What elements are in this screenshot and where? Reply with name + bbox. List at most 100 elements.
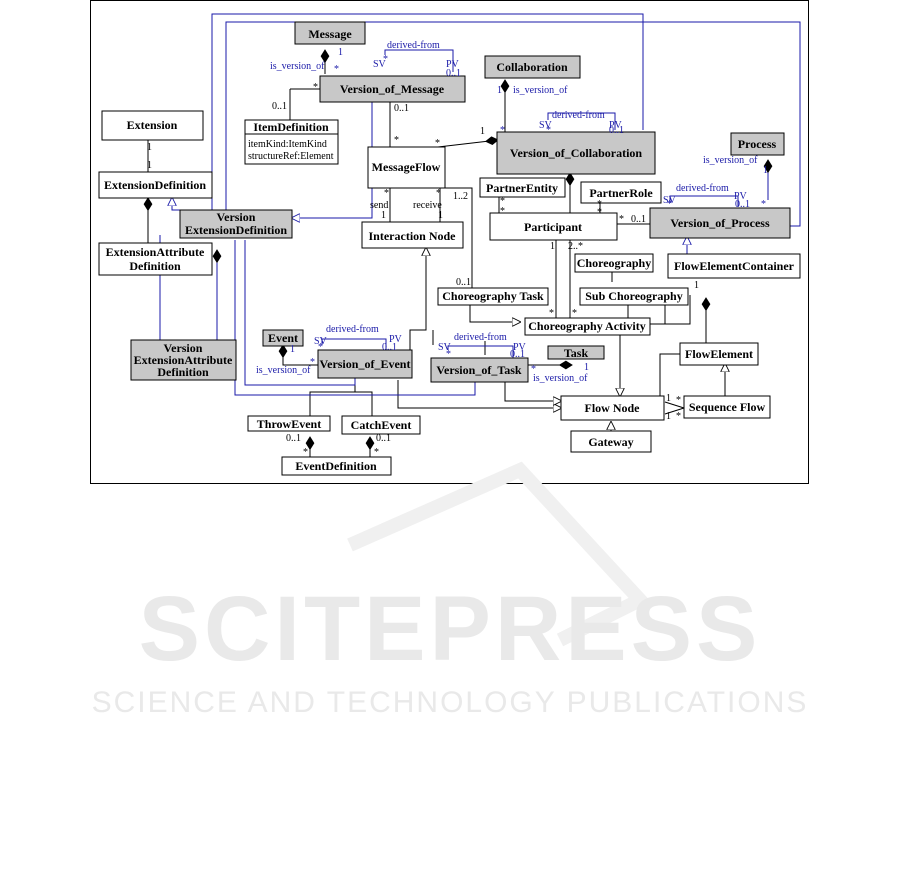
svg-text:ExtensionDefinition: ExtensionDefinition: [104, 178, 206, 192]
svg-text:1: 1: [147, 160, 152, 171]
svg-text:derived-from: derived-from: [387, 40, 440, 51]
class-extension-attribute-definition[interactable]: ExtensionAttribute Definition: [98, 242, 213, 276]
svg-text:PartnerRole: PartnerRole: [589, 186, 653, 200]
class-sub-choreography[interactable]: Sub Choreography: [579, 287, 689, 306]
svg-text:PV: PV: [513, 342, 527, 353]
class-partner-role[interactable]: PartnerRole: [580, 181, 662, 204]
svg-text:1: 1: [666, 411, 671, 422]
svg-text:Message: Message: [308, 27, 352, 41]
svg-text:ItemDefinition: ItemDefinition: [253, 120, 329, 134]
class-version-extension-definition[interactable]: Version ExtensionDefinition: [179, 209, 293, 239]
class-version-of-message[interactable]: Version_of_Message: [319, 75, 466, 103]
class-choreography-activity[interactable]: Choreography Activity: [524, 317, 651, 336]
svg-text:*: *: [500, 206, 505, 217]
svg-text:*: *: [318, 342, 323, 353]
svg-text:ExtensionDefinition: ExtensionDefinition: [185, 223, 287, 237]
watermark: SCITEPRESS SCIENCE AND TECHNOLOGY PUBLIC…: [92, 461, 806, 719]
svg-text:*: *: [384, 188, 389, 199]
class-choreography[interactable]: Choreography: [574, 253, 654, 273]
svg-text:Participant: Participant: [524, 220, 582, 234]
class-interaction-node[interactable]: Interaction Node: [361, 221, 464, 249]
svg-text:Version_of_Collaboration: Version_of_Collaboration: [510, 146, 643, 160]
svg-text:1: 1: [550, 241, 555, 252]
svg-text:MessageFlow: MessageFlow: [372, 160, 441, 174]
svg-text:0..1: 0..1: [376, 433, 391, 444]
svg-text:1: 1: [438, 210, 443, 221]
class-sequence-flow[interactable]: Sequence Flow: [683, 395, 771, 419]
diagram-frame: [90, 0, 809, 484]
watermark-title: SCITEPRESS: [139, 578, 762, 680]
class-gateway[interactable]: Gateway: [570, 430, 652, 453]
svg-text:EventDefinition: EventDefinition: [295, 459, 377, 473]
svg-text:1: 1: [290, 344, 295, 355]
svg-text:1: 1: [147, 142, 152, 153]
class-flow-element-container[interactable]: FlowElementContainer: [667, 253, 801, 279]
svg-text:FlowElement: FlowElement: [685, 347, 753, 361]
svg-text:*: *: [500, 196, 505, 207]
svg-text:Process: Process: [738, 137, 777, 151]
svg-text:CatchEvent: CatchEvent: [351, 418, 412, 432]
class-extension[interactable]: Extension: [101, 110, 204, 141]
svg-text:Version_of_Task: Version_of_Task: [436, 363, 521, 377]
svg-text:0..1: 0..1: [735, 199, 750, 210]
svg-text:Sequence Flow: Sequence Flow: [689, 400, 766, 414]
class-choreography-task[interactable]: Choreography Task: [437, 287, 549, 306]
svg-text:0..1: 0..1: [272, 101, 287, 112]
svg-text:*: *: [500, 125, 505, 136]
svg-text:Version_of_Process: Version_of_Process: [670, 216, 770, 230]
class-participant[interactable]: Participant: [489, 212, 618, 241]
class-version-of-collaboration[interactable]: Version_of_Collaboration: [496, 131, 656, 175]
svg-text:*: *: [435, 138, 440, 149]
class-event[interactable]: Event: [262, 329, 304, 347]
svg-text:ThrowEvent: ThrowEvent: [257, 417, 321, 431]
class-catch-event[interactable]: CatchEvent: [341, 415, 421, 435]
svg-text:1..2: 1..2: [453, 191, 468, 202]
class-version-of-process[interactable]: Version_of_Process: [649, 207, 791, 239]
svg-text:*: *: [303, 447, 308, 458]
svg-text:derived-from: derived-from: [454, 332, 507, 343]
svg-text:SV: SV: [314, 336, 328, 347]
svg-text:receive: receive: [413, 200, 442, 211]
class-flow-element[interactable]: FlowElement: [679, 342, 759, 366]
class-flow-node[interactable]: Flow Node: [560, 395, 665, 421]
class-process[interactable]: Process: [730, 132, 785, 156]
svg-text:Event: Event: [268, 331, 298, 345]
svg-text:1: 1: [584, 362, 589, 373]
class-message[interactable]: Message: [294, 21, 366, 45]
svg-text:FlowElementContainer: FlowElementContainer: [674, 259, 795, 273]
svg-text:*: *: [310, 357, 315, 368]
class-version-of-event[interactable]: Version_of_Event: [317, 349, 413, 379]
class-message-flow[interactable]: MessageFlow: [367, 146, 446, 189]
svg-text:*: *: [374, 447, 379, 458]
svg-text:Task: Task: [564, 346, 589, 360]
svg-text:structureRef:Element: structureRef:Element: [248, 151, 334, 162]
class-partner-entity[interactable]: PartnerEntity: [479, 177, 566, 198]
svg-text:*: *: [597, 207, 602, 218]
class-extension-definition[interactable]: ExtensionDefinition: [98, 171, 213, 199]
svg-text:1: 1: [763, 165, 768, 176]
svg-text:PV: PV: [734, 191, 748, 202]
svg-text:1: 1: [694, 280, 699, 291]
class-version-extension-attribute-definition[interactable]: Version ExtensionAttribute Definition: [130, 339, 237, 381]
svg-text:derived-from: derived-from: [676, 183, 729, 194]
svg-text:*: *: [619, 214, 624, 225]
svg-text:1: 1: [666, 393, 671, 404]
svg-text:derived-from: derived-from: [326, 324, 379, 335]
class-item-definition[interactable]: ItemDefinition itemKind:ItemKind structu…: [244, 119, 339, 165]
svg-text:SV: SV: [373, 59, 387, 70]
svg-text:0..1: 0..1: [446, 68, 461, 79]
class-throw-event[interactable]: ThrowEvent: [247, 415, 331, 432]
svg-text:Version: Version: [217, 210, 256, 224]
class-collaboration[interactable]: Collaboration: [484, 55, 581, 79]
svg-text:1: 1: [381, 210, 386, 221]
svg-text:is_version_of: is_version_of: [703, 155, 758, 166]
svg-text:is_version_of: is_version_of: [513, 85, 568, 96]
svg-text:is_version_of: is_version_of: [270, 61, 325, 72]
svg-text:Version_of_Event: Version_of_Event: [320, 357, 411, 371]
class-event-definition[interactable]: EventDefinition: [281, 456, 392, 476]
svg-text:Sub Choreography: Sub Choreography: [585, 289, 682, 303]
class-task[interactable]: Task: [547, 345, 605, 360]
svg-text:SV: SV: [539, 120, 553, 131]
svg-text:*: *: [549, 308, 554, 319]
class-version-of-task[interactable]: Version_of_Task: [430, 357, 529, 383]
